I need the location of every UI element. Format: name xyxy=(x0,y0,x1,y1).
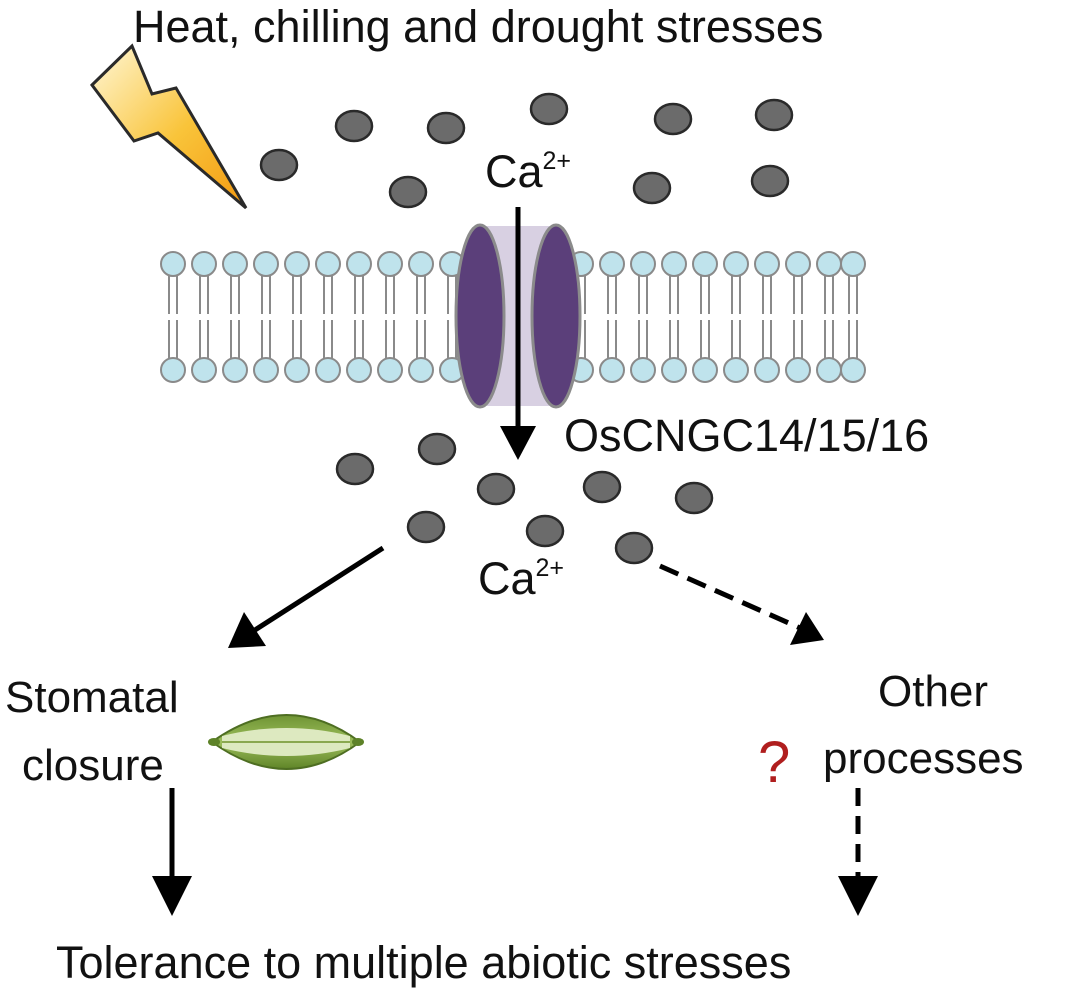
influx-arrow xyxy=(500,207,536,460)
lipid-head xyxy=(253,251,279,277)
lipid-head xyxy=(692,251,718,277)
lipid-head xyxy=(346,251,372,277)
ca-ion xyxy=(582,470,622,504)
lightning-bolt-icon xyxy=(90,43,248,210)
tolerance-label: Tolerance to multiple abiotic stresses xyxy=(56,937,791,988)
question-mark-icon: ? xyxy=(758,730,790,795)
stomatal-label-line1: Stomatal xyxy=(5,673,179,722)
lipid-head xyxy=(630,357,656,383)
ca-ion xyxy=(632,171,672,205)
lipid-head xyxy=(816,357,842,383)
lipid-head xyxy=(253,357,279,383)
ca-ion xyxy=(334,109,374,143)
lipid-head xyxy=(599,251,625,277)
ca-ion xyxy=(406,510,446,544)
lipid-head xyxy=(840,251,866,277)
other-label-line2: processes xyxy=(823,734,1024,783)
ca-ion xyxy=(525,514,565,548)
stoma-icon xyxy=(208,714,364,770)
lipid-head xyxy=(284,251,310,277)
ca-ion xyxy=(476,472,516,506)
ca-ion xyxy=(417,432,457,466)
channel-label: OsCNGC14/15/16 xyxy=(564,410,929,461)
lipid-head xyxy=(191,251,217,277)
lipid-head xyxy=(222,251,248,277)
lipid-head xyxy=(315,357,341,383)
lipid-head xyxy=(816,251,842,277)
lipid-head xyxy=(840,357,866,383)
ca-ion xyxy=(674,481,714,515)
lipid-head xyxy=(599,357,625,383)
lipid-head xyxy=(315,251,341,277)
ca-ion xyxy=(750,164,790,198)
lipid-head xyxy=(754,357,780,383)
arrow-processes-to-tolerance xyxy=(838,788,878,916)
lipid-head xyxy=(661,251,687,277)
lipid-head xyxy=(785,251,811,277)
arrow-to-stomatal-closure xyxy=(228,545,385,648)
ca-label-top: Ca2+ xyxy=(485,146,571,197)
lipid-head xyxy=(723,357,749,383)
stomatal-label-line2: closure xyxy=(22,741,164,790)
ca-ion xyxy=(335,452,375,486)
arrow-closure-to-tolerance xyxy=(152,788,192,916)
ca-ion xyxy=(529,92,569,126)
ca-ion xyxy=(614,531,654,565)
ca-ion xyxy=(653,102,693,136)
ca-ion xyxy=(754,98,794,132)
ca-ion xyxy=(426,111,466,145)
lipid-head xyxy=(222,357,248,383)
arrow-to-other-processes xyxy=(658,563,824,645)
stress-label: Heat, chilling and drought stresses xyxy=(133,1,823,52)
lipid-head xyxy=(284,357,310,383)
lipid-head xyxy=(346,357,372,383)
lipid-head xyxy=(630,251,656,277)
ca-label-bottom: Ca2+ xyxy=(478,553,564,604)
other-label-line1: Other xyxy=(878,667,988,716)
lipid-head xyxy=(661,357,687,383)
lipid-head xyxy=(377,251,403,277)
lipid-head xyxy=(191,357,217,383)
lipid-head xyxy=(377,357,403,383)
lipid-head xyxy=(160,357,186,383)
lipid-head xyxy=(408,357,434,383)
cytosolic-ions xyxy=(335,432,714,565)
lipid-head xyxy=(723,251,749,277)
lipid-head xyxy=(692,357,718,383)
lipid-head xyxy=(754,251,780,277)
lipid-head xyxy=(160,251,186,277)
lipid-head xyxy=(785,357,811,383)
lipid-head xyxy=(408,251,434,277)
ca-ion xyxy=(388,175,428,209)
ca-ion xyxy=(259,148,299,182)
extracellular-ions xyxy=(259,92,794,209)
